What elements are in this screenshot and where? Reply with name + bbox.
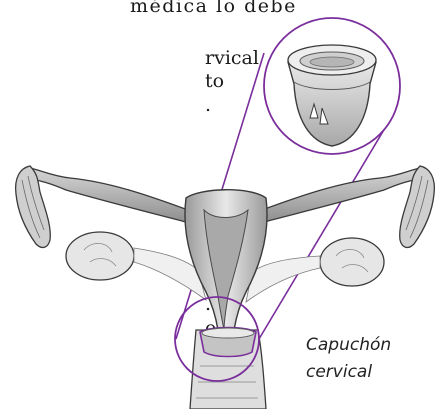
right-fallopian-tube	[262, 166, 434, 247]
right-ovary	[320, 238, 384, 286]
left-ovary	[66, 232, 134, 280]
cap-label-line-1: Capuchón	[306, 333, 391, 357]
cap-label-line-2: cervical	[306, 360, 372, 384]
